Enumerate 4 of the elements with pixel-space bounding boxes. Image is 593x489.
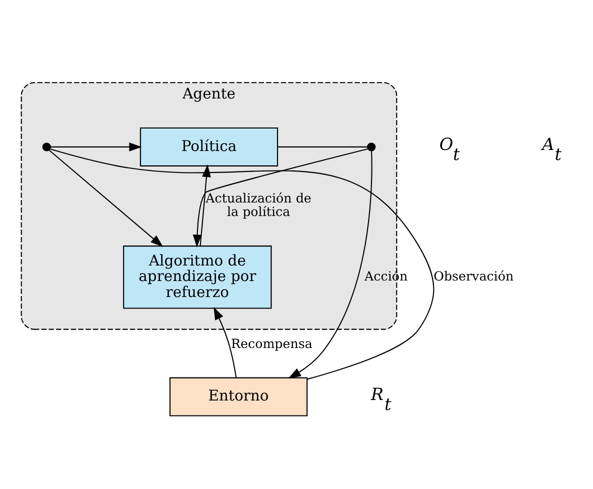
edge-label: Recompensa bbox=[231, 335, 312, 350]
edge-label: Acción bbox=[364, 268, 408, 283]
edge-label: Observación bbox=[434, 268, 514, 283]
edge-label: Actualización de la política bbox=[206, 190, 312, 219]
